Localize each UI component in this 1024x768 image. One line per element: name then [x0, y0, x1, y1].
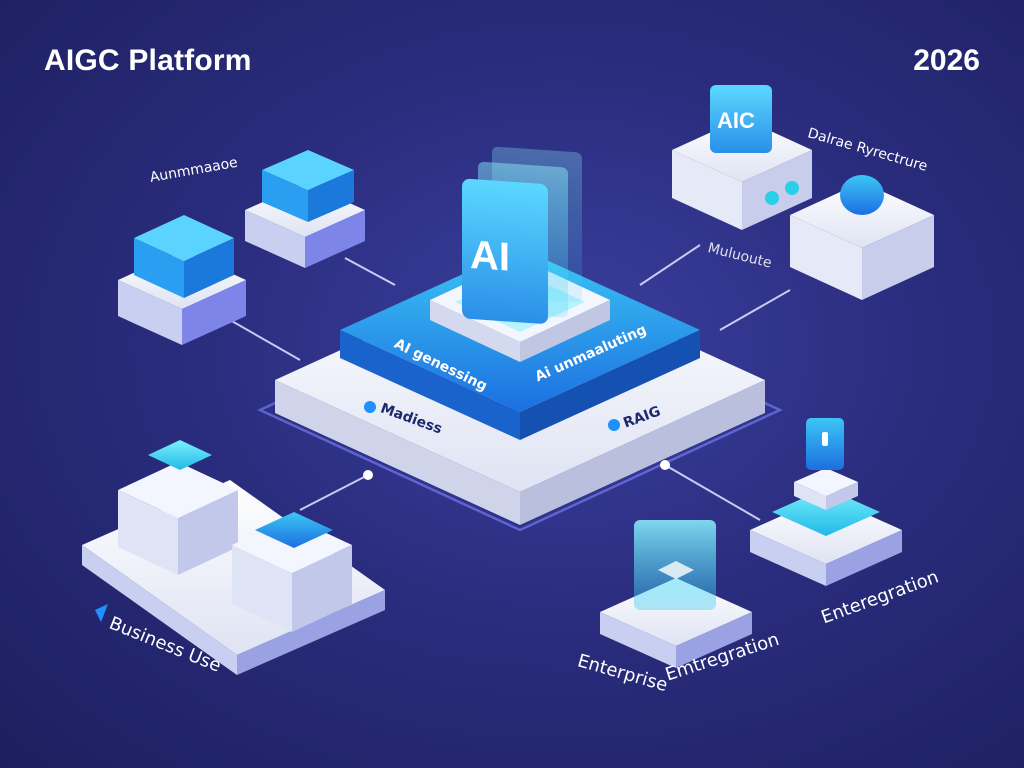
year-label: 2026	[913, 44, 980, 77]
sphere-icon	[840, 175, 884, 215]
top-right-node: AIC	[672, 85, 934, 300]
bottom-right-node	[750, 418, 902, 586]
connector-top-right	[639, 244, 701, 286]
page-title: AIGC Platform	[44, 44, 252, 77]
connector-bottom-left	[299, 474, 369, 511]
node-dot-left	[363, 470, 373, 480]
connector-lines	[229, 244, 791, 521]
hub-blue-right	[520, 330, 700, 440]
hub-pedestal-left	[430, 300, 520, 362]
ai-screen-front	[462, 178, 548, 324]
connector-bottom-right	[664, 464, 761, 521]
hub-base-left	[275, 380, 520, 525]
aic-chip	[710, 85, 772, 153]
triangle-icon	[95, 604, 108, 622]
top-left-node	[118, 150, 365, 345]
hub-blue-left	[340, 330, 520, 440]
connector-top-left	[229, 319, 301, 361]
node-dot-right	[660, 460, 670, 470]
hub-base-right	[520, 380, 765, 525]
aic-chip-text: AIC	[717, 108, 755, 133]
raig-dot	[608, 419, 620, 431]
connector-mid-right	[719, 289, 791, 331]
central-hub: AI	[257, 146, 783, 532]
hub-pedestal-right	[520, 300, 610, 362]
madiess-dot	[364, 401, 376, 413]
bottom-center-node	[600, 520, 752, 668]
ai-screen-text: AI	[470, 233, 510, 280]
bottom-left-node	[82, 440, 385, 675]
connector-top-center-left	[344, 257, 396, 286]
